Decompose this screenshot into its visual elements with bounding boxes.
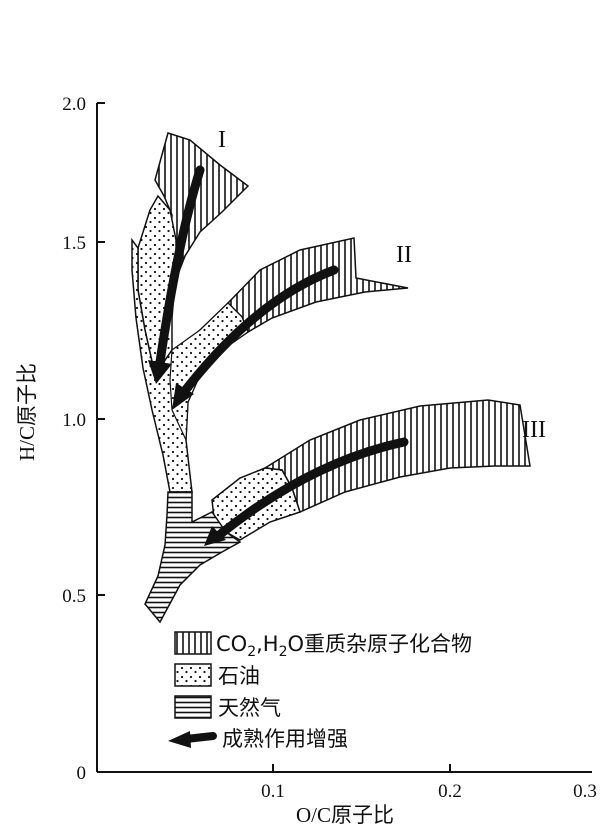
legend-label-maturity: 成熟作用增强 [222, 727, 348, 751]
gas-region [144, 491, 242, 624]
arrow-path-1 [155, 165, 205, 367]
plot-frame [96, 103, 592, 773]
arrow-path-3 [213, 437, 409, 541]
x-axis-title: O/C原子比 [296, 803, 394, 827]
path-label-2: II [396, 242, 412, 268]
y-tick-label: 0 [77, 763, 87, 784]
arrow-path-2 [179, 265, 339, 397]
band-3-heteroatom-region [262, 399, 531, 514]
arrowhead-1 [148, 360, 172, 384]
legend: CO2,H2O重质杂原子化合物 石油 天然气 成熟作用增强 [168, 631, 472, 751]
band-2-oil-region [169, 302, 249, 441]
legend-arrow-icon [168, 731, 217, 748]
legend-swatch-oil [174, 663, 212, 687]
arrowhead-3 [204, 526, 226, 546]
x-tick-label: 0.3 [573, 781, 597, 802]
y-tick-label: 0.5 [62, 586, 86, 607]
maturity-arrows [148, 165, 409, 546]
path-label-1: I [218, 127, 226, 153]
y-tick-label: 1.0 [62, 410, 86, 431]
x-tick-label: 0.1 [261, 781, 285, 802]
legend-label-oil: 石油 [218, 664, 260, 688]
y-axis-title: H/C原子比 [15, 363, 39, 461]
y-tick-label: 2.0 [62, 94, 86, 115]
legend-swatch-gas [174, 695, 212, 719]
path-label-3: III [522, 417, 546, 443]
y-axis: 0 0.5 1.0 1.5 2.0 [62, 94, 105, 784]
x-tick-label: 0.2 [438, 781, 462, 802]
legend-swatch-heteroatom [174, 631, 212, 655]
x-axis: 0.1 0.2 0.3 [261, 764, 597, 802]
legend-label-heteroatom: CO2,H2O重质杂原子化合物 [216, 632, 472, 660]
arrowhead-2 [172, 383, 194, 410]
legend-label-gas: 天然气 [218, 696, 281, 720]
y-tick-label: 1.5 [62, 233, 86, 254]
